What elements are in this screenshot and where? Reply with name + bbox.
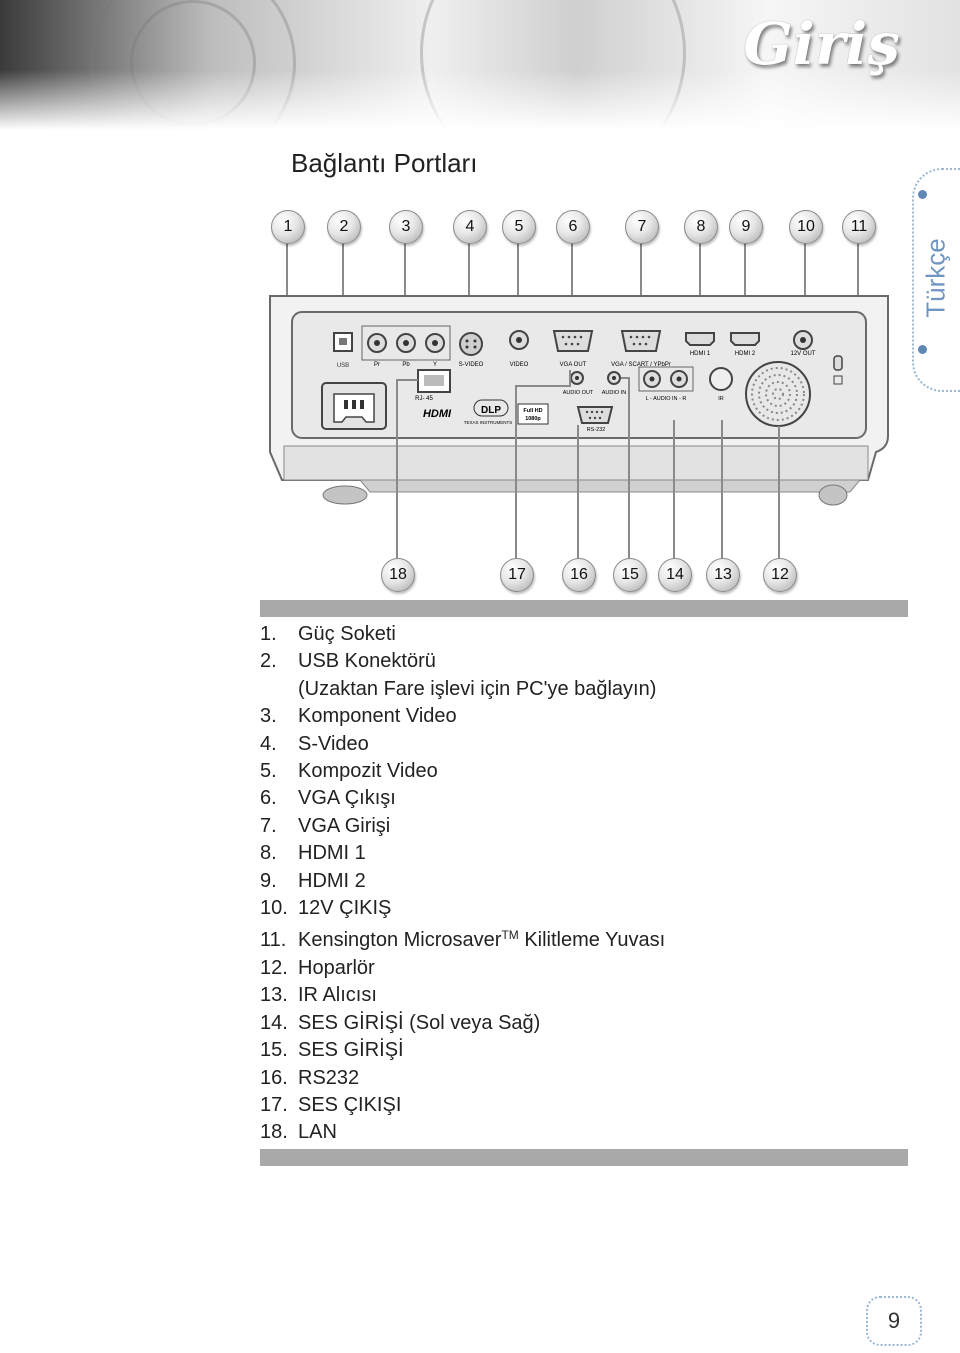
legend-item: 12.Hoparlör	[260, 956, 375, 979]
legend-item: 4.S-Video	[260, 732, 369, 755]
port-legend: 1.Güç Soketi 2.USB Konektörü (Uzaktan Fa…	[260, 621, 900, 1147]
vga-out-label: VGA OUT	[560, 362, 587, 368]
legend-item: 6.VGA Çıkışı	[260, 787, 396, 810]
callout-15: 15	[613, 558, 647, 592]
legend-item-continuation: (Uzaktan Fare işlevi için PC'ye bağlayın…	[298, 677, 657, 700]
callout-5: 5	[502, 210, 536, 244]
callout-18: 18	[381, 558, 415, 592]
12v-out-label: 12V OUT	[790, 351, 815, 357]
usb-label: USB	[337, 363, 349, 369]
callout-17: 17	[500, 558, 534, 592]
rs232-label: RS-232	[587, 427, 606, 433]
lens-graphic	[90, 0, 296, 130]
legend-item: 14.SES GİRİŞİ (Sol veya Sağ)	[260, 1011, 541, 1034]
legend-item: 15.SES GİRİŞİ	[260, 1039, 404, 1062]
legend-item: 18.LAN	[260, 1121, 337, 1144]
callout-3: 3	[389, 210, 423, 244]
lens-graphic	[420, 0, 686, 130]
divider-bar-bottom	[260, 1149, 908, 1166]
divider-bar-top	[260, 600, 908, 617]
pr-label: Pr	[374, 362, 380, 368]
legend-item: 8.HDMI 1	[260, 842, 366, 865]
callout-7: 7	[625, 210, 659, 244]
tab-dot-icon	[918, 190, 927, 199]
projector-rear-panel: USB Pr Pb Y S-VIDEO VIDEO VGA OUT VGA / …	[269, 242, 889, 558]
legend-item: 2.USB Konektörü	[260, 650, 436, 673]
vga-in-label: VGA / SCART / YPbPr	[611, 362, 671, 368]
callout-10: 10	[789, 210, 823, 244]
speaker-grille	[745, 361, 811, 427]
callout-12: 12	[763, 558, 797, 592]
pb-label: Pb	[402, 362, 410, 368]
ir-label: IR	[718, 396, 724, 402]
callout-1: 1	[271, 210, 305, 244]
legend-item: 9.HDMI 2	[260, 869, 366, 892]
video-label: VIDEO	[510, 362, 529, 368]
legend-item: 1.Güç Soketi	[260, 623, 396, 645]
callout-14: 14	[658, 558, 692, 592]
callout-9: 9	[729, 210, 763, 244]
section-title: Bağlantı Portları	[291, 148, 478, 178]
tab-dot-icon	[918, 345, 927, 354]
hdmi2-label: HDMI 2	[735, 351, 756, 357]
callout-lines-bottom	[396, 370, 780, 558]
legend-item: 16.RS232	[260, 1066, 360, 1089]
callout-2: 2	[327, 210, 361, 244]
header-banner	[0, 0, 960, 130]
legend-item: 11.Kensington MicrosaverTM Kilitleme Yuv…	[260, 928, 666, 952]
l-audio-label: L - AUDIO IN - R	[646, 396, 687, 402]
ti-logo: TEXAS INSTRUMENTS	[464, 420, 513, 425]
legend-item: 5.Kompozit Video	[260, 760, 438, 783]
callout-6: 6	[556, 210, 590, 244]
y-label: Y	[433, 362, 437, 368]
chapter-title: Giriş	[743, 10, 900, 78]
fullhd-logo-1: Full HD	[523, 408, 542, 414]
callout-11: 11	[842, 210, 876, 244]
rj45-label: RJ- 45	[415, 396, 433, 402]
callout-4: 4	[453, 210, 487, 244]
callout-8: 8	[684, 210, 718, 244]
legend-item: 10.12V ÇIKIŞ	[260, 897, 392, 920]
audio-in-label: AUDIO IN	[602, 390, 626, 396]
callout-16: 16	[562, 558, 596, 592]
callout-13: 13	[706, 558, 740, 592]
hdmi-logo: HDMI	[423, 408, 452, 420]
component-jacks	[367, 333, 445, 353]
hdmi1-label: HDMI 1	[690, 351, 711, 357]
legend-item: 7.VGA Girişi	[260, 814, 391, 837]
fullhd-logo-2: 1080p	[525, 416, 541, 422]
language-tab	[912, 168, 960, 392]
page-number: 9	[866, 1296, 922, 1346]
svideo-label: S-VIDEO	[459, 362, 484, 368]
legend-item: 17.SES ÇIKIŞI	[260, 1093, 402, 1116]
legend-item: 3.Komponent Video	[260, 705, 457, 728]
legend-item: 13.IR Alıcısı	[260, 984, 377, 1007]
audio-out-label: AUDIO OUT	[563, 390, 594, 396]
dlp-logo: DLP	[481, 405, 501, 416]
